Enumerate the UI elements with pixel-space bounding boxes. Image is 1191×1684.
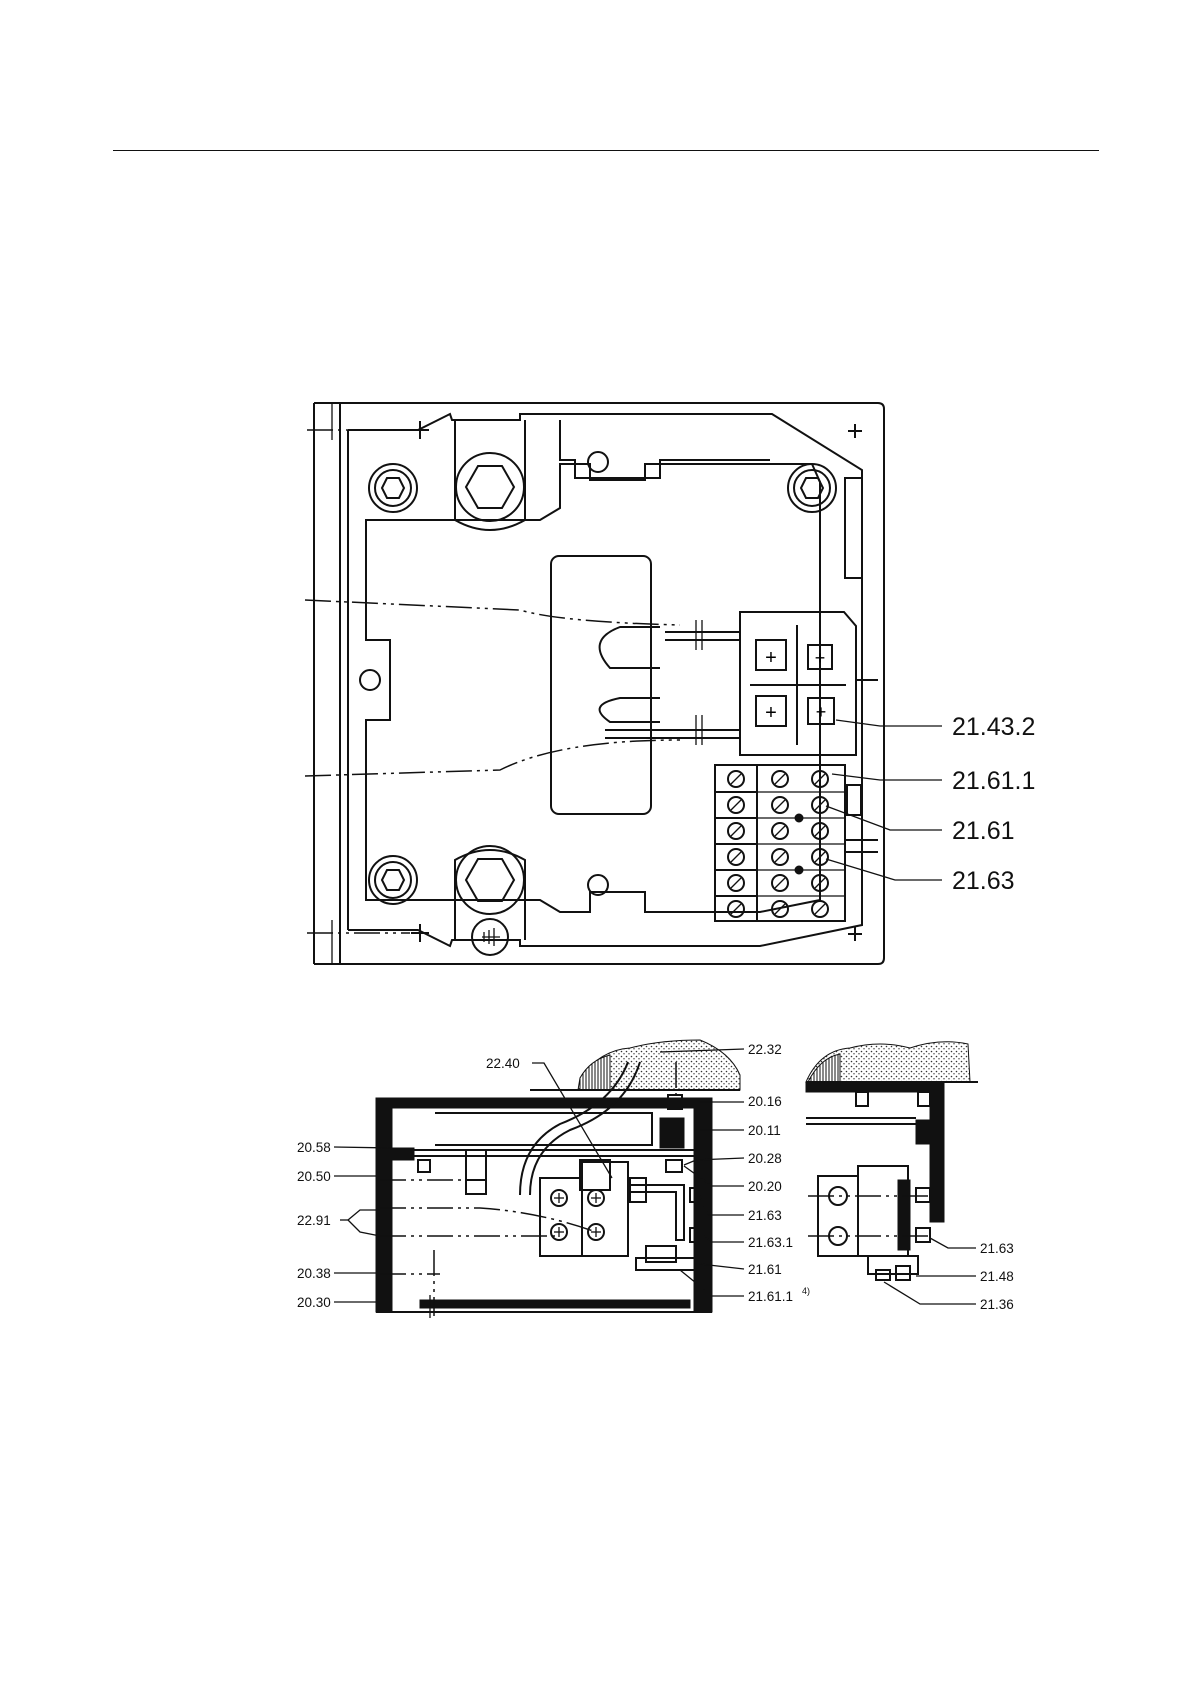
central-window: [551, 556, 651, 814]
hex-nut: [455, 846, 525, 940]
screw-slot: [775, 774, 785, 784]
top-view: + + + +: [305, 403, 942, 964]
screw-slot: [731, 852, 741, 862]
bridge-dot: [795, 814, 803, 822]
corner-bolt: [369, 856, 417, 904]
label-21-63: 21.63: [952, 867, 1015, 895]
mounting-hole: [588, 452, 608, 472]
label-side-21-36: 21.36: [980, 1297, 1014, 1312]
footnote-marker: 4): [802, 1286, 810, 1296]
screw-slot: [731, 800, 741, 810]
mounting-hole: [360, 670, 380, 690]
screw-slot: [775, 878, 785, 888]
label-22-91: 22.91: [297, 1213, 331, 1228]
screw-slot: [731, 774, 741, 784]
label-20-16: 20.16: [748, 1094, 782, 1109]
label-20-28: 20.28: [748, 1151, 782, 1166]
corner-bolt: [788, 464, 836, 512]
label-21-61-1: 21.61.1: [952, 767, 1035, 795]
label-21-43-2: 21.43.2: [952, 713, 1035, 741]
housing-outline: [314, 403, 884, 964]
label-side-21-48: 21.48: [980, 1269, 1014, 1284]
svg-text:+: +: [816, 702, 827, 722]
screw-slot: [775, 826, 785, 836]
svg-text:+: +: [765, 647, 777, 669]
corner-bolt: [369, 464, 417, 512]
label-21-63-1: 21.63.1: [748, 1235, 793, 1250]
centre-line: [305, 600, 680, 625]
label-21-61: 21.61: [952, 817, 1015, 845]
label-side-21-63: 21.63: [980, 1241, 1014, 1256]
section-view: [334, 1040, 744, 1318]
label-21-63: 21.63: [748, 1208, 782, 1223]
label-20-50: 20.50: [297, 1169, 331, 1184]
ground-icon: [472, 919, 508, 955]
screw-slot: [731, 878, 741, 888]
label-20-20: 20.20: [748, 1179, 782, 1194]
terminal-strip-21-61: [715, 765, 845, 921]
label-22-32: 22.32: [748, 1042, 782, 1057]
label-22-40: 22.40: [486, 1056, 520, 1071]
label-20-58: 20.58: [297, 1140, 331, 1155]
side-detail: [806, 1042, 978, 1304]
label-21-61: 21.61: [748, 1262, 782, 1277]
centre-line: [305, 740, 680, 776]
screw-slot: [775, 800, 785, 810]
terminal-block-21-43-2: + + + +: [740, 612, 856, 755]
svg-text:+: +: [815, 648, 826, 668]
screw-slot: [775, 852, 785, 862]
svg-text:+: +: [765, 702, 777, 724]
screw-slot: [731, 826, 741, 836]
label-20-30: 20.30: [297, 1295, 331, 1310]
label-21-61-1: 21.61.1: [748, 1289, 793, 1304]
mounting-plate: [348, 414, 862, 946]
hex-nut: [455, 420, 525, 530]
bridge-dot: [795, 866, 803, 874]
label-20-11: 20.11: [748, 1123, 781, 1138]
screw-slot: [815, 904, 825, 914]
label-20-38: 20.38: [297, 1266, 331, 1281]
